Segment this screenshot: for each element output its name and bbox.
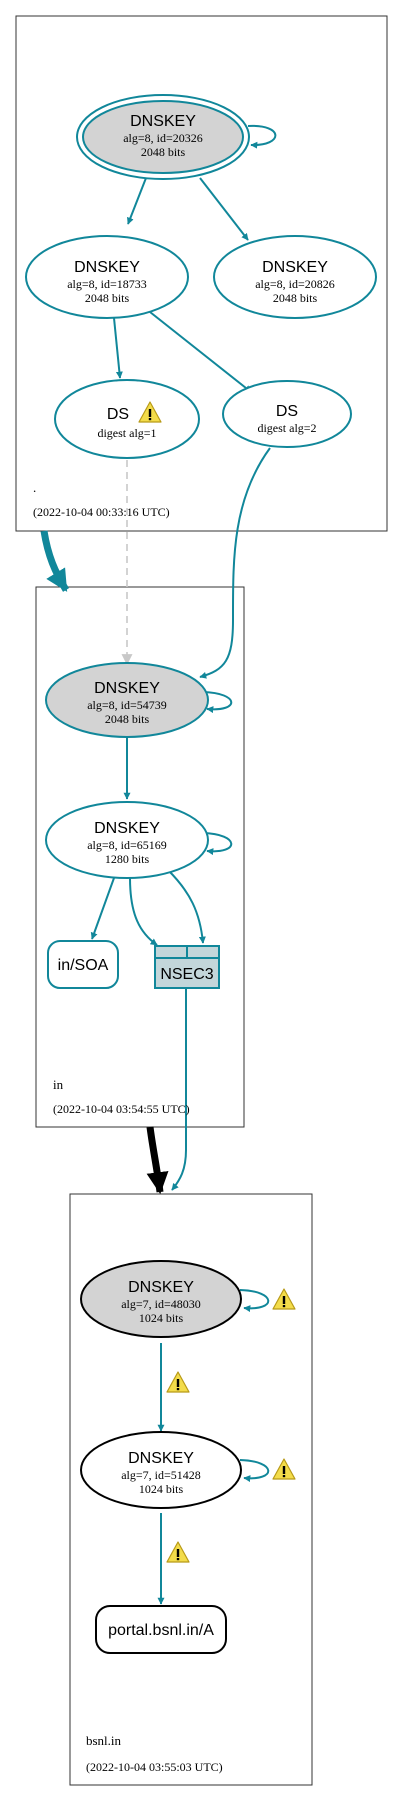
root-zsk1-node[interactable]: DNSKEY alg=8, id=18733 2048 bits <box>25 235 189 319</box>
node-title: DS <box>107 406 129 423</box>
node-detail: digest alg=1 <box>97 426 156 440</box>
edge-zsk1-ds2 <box>149 311 252 393</box>
bsnl-ksk-node[interactable]: DNSKEY alg=7, id=48030 1024 bits <box>80 1260 242 1338</box>
zone-timestamp: (2022-10-04 03:55:03 UTC) <box>86 1760 223 1774</box>
node-title: DNSKEY <box>262 259 328 276</box>
node-detail: digest alg=2 <box>257 421 316 435</box>
node-title: DNSKEY <box>130 113 196 130</box>
edge-ksk-zsk1 <box>127 177 147 225</box>
zone-name: in <box>53 1077 64 1092</box>
edge-ksk-self <box>247 124 277 149</box>
node-title: DNSKEY <box>128 1279 194 1296</box>
edge-in-zsk-self <box>202 832 233 856</box>
node-detail: 2048 bits <box>141 145 186 159</box>
edge-in-zsk-nsec3-b <box>167 869 206 944</box>
in-soa-node[interactable]: in/SOA <box>47 940 119 989</box>
node-title: in/SOA <box>58 957 109 974</box>
root-ksk-node[interactable]: DNSKEY alg=8, id=20326 2048 bits <box>76 94 250 180</box>
edge-ksk-zsk2 <box>199 177 249 241</box>
root-ds2-node[interactable]: DS digest alg=2 <box>222 380 352 448</box>
warning-triangle-icon <box>166 1541 190 1563</box>
warning-triangle-icon <box>272 1458 296 1480</box>
node-detail: 1024 bits <box>139 1482 184 1496</box>
edge-in-zsk-nsec3-a <box>129 877 158 946</box>
edge-in-zsk-soa <box>90 877 115 940</box>
node-detail: alg=8, id=20826 <box>255 277 335 291</box>
zone-bsnl-box <box>69 1193 313 1786</box>
edge-bsnl-ksk-self <box>239 1289 270 1313</box>
zone-timestamp: (2022-10-04 03:54:55 UTC) <box>53 1102 190 1116</box>
bsnl-zsk-node[interactable]: DNSKEY alg=7, id=51428 1024 bits <box>80 1431 242 1509</box>
warning-triangle-icon <box>166 1371 190 1393</box>
in-nsec3-node[interactable]: NSEC3 <box>154 945 220 989</box>
delegation-in-bsnl <box>146 1126 169 1195</box>
node-detail: alg=7, id=51428 <box>121 1468 201 1482</box>
edge-ds2-in-ksk <box>199 447 271 679</box>
node-title: DNSKEY <box>74 259 140 276</box>
zone-name: bsnl.in <box>86 1733 122 1748</box>
edge-zsk1-ds1 <box>113 317 123 379</box>
node-detail: 1024 bits <box>139 1311 184 1325</box>
edge-bsnl-zsk-self <box>239 1459 270 1483</box>
edge-in-ksk-self <box>202 691 233 714</box>
edge-nsec3-bsnl <box>171 988 187 1191</box>
root-ds1-node[interactable]: DS digest alg=1 <box>54 379 200 459</box>
node-title: DNSKEY <box>94 680 160 697</box>
node-detail: 1280 bits <box>105 852 150 866</box>
bsnl-rr-node[interactable]: portal.bsnl.in/A <box>95 1605 227 1654</box>
node-detail: alg=8, id=65169 <box>87 838 167 852</box>
node-title: DNSKEY <box>128 1450 194 1467</box>
node-detail: alg=8, id=54739 <box>87 698 167 712</box>
node-title: DS <box>276 403 298 420</box>
delegation-root-in <box>40 530 69 592</box>
node-detail: 2048 bits <box>85 291 130 305</box>
zone-timestamp: (2022-10-04 00:33:16 UTC) <box>33 505 170 519</box>
node-detail: 2048 bits <box>273 291 318 305</box>
root-zsk2-node[interactable]: DNSKEY alg=8, id=20826 2048 bits <box>213 235 377 319</box>
in-ksk-node[interactable]: DNSKEY alg=8, id=54739 2048 bits <box>45 662 209 738</box>
zone-in-box <box>35 586 245 1128</box>
node-detail: alg=7, id=48030 <box>121 1297 201 1311</box>
node-detail: alg=8, id=18733 <box>67 277 147 291</box>
node-title: NSEC3 <box>160 966 213 983</box>
node-detail: alg=8, id=20326 <box>123 131 203 145</box>
zone-root-box <box>15 15 388 532</box>
zone-name: . <box>33 480 36 495</box>
node-title: DNSKEY <box>94 820 160 837</box>
in-zsk-node[interactable]: DNSKEY alg=8, id=65169 1280 bits <box>45 801 209 879</box>
node-detail: 2048 bits <box>105 712 150 726</box>
warning-triangle-icon <box>272 1288 296 1310</box>
node-title: portal.bsnl.in/A <box>108 1622 214 1639</box>
